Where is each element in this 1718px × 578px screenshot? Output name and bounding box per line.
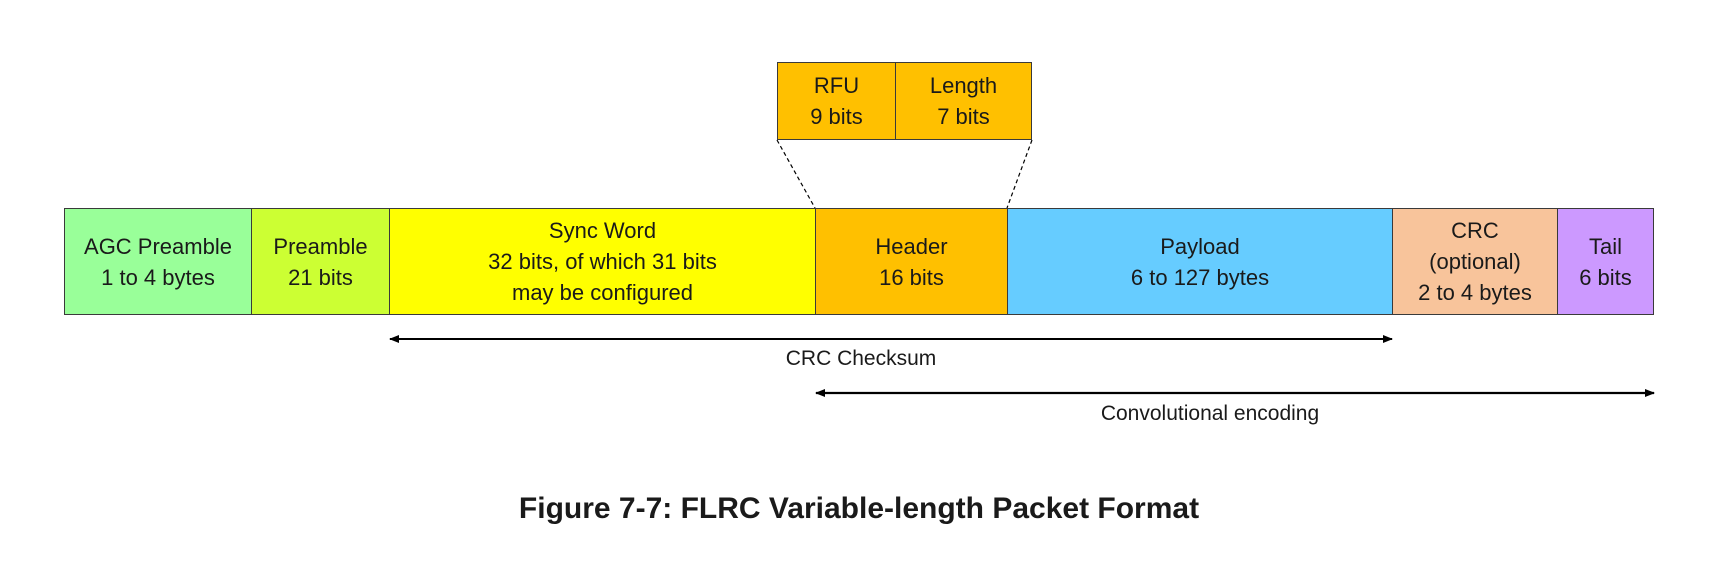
rfu-name: RFU <box>813 73 860 98</box>
sync-word-size: 32 bits, of which 31 bits <box>488 249 717 274</box>
sync-word-field: Sync Word 32 bits, of which 31 bits may … <box>389 208 816 315</box>
rfu-size: 9 bits <box>810 104 863 129</box>
payload-label: Payload <box>1160 233 1240 259</box>
convolutional-encoding-label: Convolutional encoding <box>1100 402 1320 425</box>
rfu-field: RFU 9 bits <box>777 62 896 140</box>
preamble-size: 21 bits <box>288 264 353 290</box>
crc-label: CRC <box>1451 218 1499 243</box>
tail-label: Tail <box>1588 233 1622 259</box>
crc-size: 2 to 4 bytes <box>1418 280 1532 305</box>
preamble-field: Preamble 21 bits <box>251 208 390 315</box>
payload-field: Payload 6 to 127 bytes <box>1007 208 1393 315</box>
tail-size: 6 bits <box>1579 264 1632 290</box>
zoom-connector-right <box>1006 139 1033 209</box>
length-field: Length 7 bits <box>895 62 1032 140</box>
agc-preamble-size: 1 to 4 bytes <box>101 264 215 290</box>
agc-preamble-field: AGC Preamble 1 to 4 bytes <box>64 208 252 315</box>
crc-optional: (optional) <box>1429 249 1521 274</box>
length-size: 7 bits <box>937 104 990 129</box>
payload-size: 6 to 127 bytes <box>1130 264 1270 290</box>
header-label: Header <box>875 233 948 259</box>
tail-field: Tail 6 bits <box>1557 208 1654 315</box>
crc-field: CRC (optional) 2 to 4 bytes <box>1392 208 1558 315</box>
length-name: Length <box>929 73 998 98</box>
agc-preamble-label: AGC Preamble <box>84 233 232 259</box>
zoom-connector-left <box>776 139 816 209</box>
header-field: Header 16 bits <box>815 208 1008 315</box>
sync-word-note: may be configured <box>512 280 693 305</box>
preamble-label: Preamble <box>273 233 368 259</box>
sync-word-label: Sync Word <box>548 218 657 243</box>
crc-checksum-label: CRC Checksum <box>785 347 937 370</box>
figure-caption: Figure 7-7: FLRC Variable-length Packet … <box>518 492 1200 525</box>
header-size: 16 bits <box>879 264 944 290</box>
